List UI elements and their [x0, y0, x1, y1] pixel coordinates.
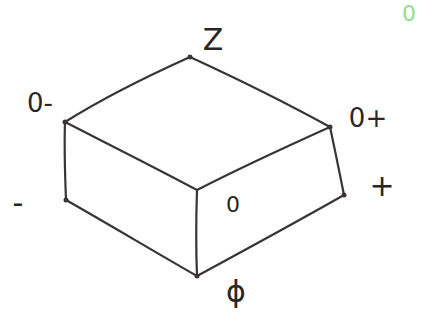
bottom-left-edge: [66, 200, 197, 276]
top-left-front-edge: [65, 122, 197, 190]
vertex-dot: [342, 193, 347, 198]
vertex-dot: [64, 198, 69, 203]
vertex-label: 0+: [349, 105, 387, 131]
vertex-label: -: [13, 188, 24, 218]
vertex-label: 0-: [27, 90, 53, 116]
vertex-label: +: [369, 171, 394, 201]
top-right-front-edge: [197, 127, 330, 190]
top-right-back-edge: [190, 57, 330, 127]
vertex-label: 0: [226, 194, 240, 216]
corner-mark: 0: [402, 3, 416, 25]
vertex-dot: [328, 125, 333, 130]
front-vertical-edge: [195, 190, 198, 276]
right-vertical-edge: [330, 127, 344, 195]
bottom-right-edge: [197, 195, 344, 276]
left-vertical-edge: [65, 122, 66, 200]
vertex-label: Z: [203, 25, 224, 55]
top-left-back-edge: [65, 57, 190, 122]
vertex-label: ϕ: [226, 277, 246, 307]
vertex-dot: [195, 274, 200, 279]
vertex-dot: [188, 55, 193, 60]
vertex-dot: [63, 120, 68, 125]
